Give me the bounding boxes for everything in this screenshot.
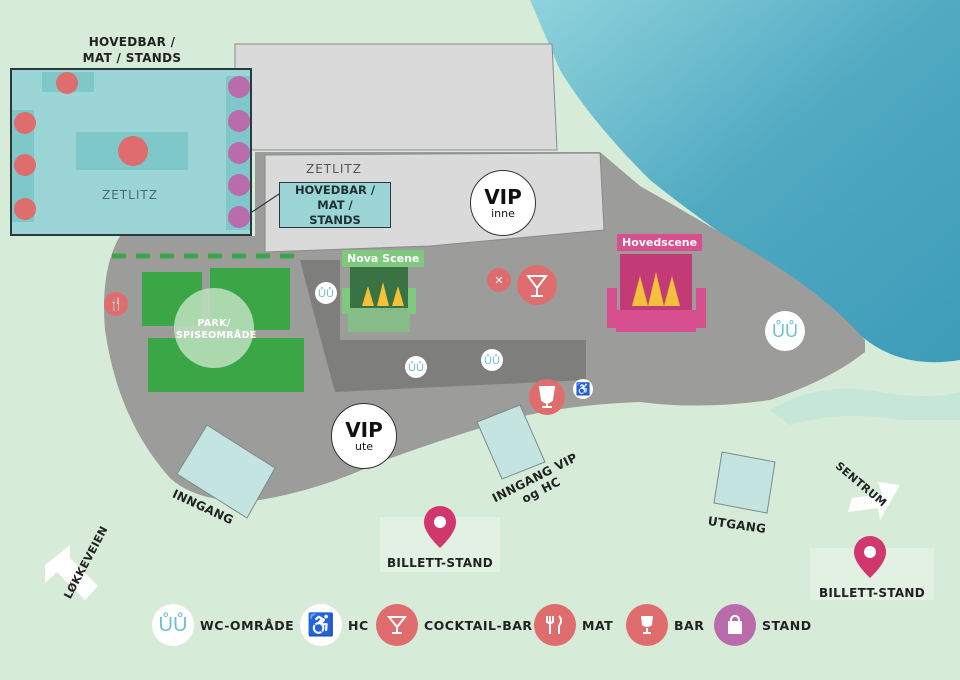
mat-icon bbox=[534, 604, 576, 646]
cocktail-icon bbox=[517, 265, 557, 305]
legend-cocktail: COCKTAIL-BAR bbox=[376, 602, 533, 648]
legend-stand: STAND bbox=[714, 602, 812, 648]
legend-mat: MAT bbox=[534, 602, 613, 648]
arrow-sentrum-icon bbox=[848, 482, 900, 520]
stand-icon bbox=[228, 142, 250, 164]
wc-icon: ŮŮ bbox=[481, 349, 503, 371]
gate-inngang-vip bbox=[476, 404, 546, 480]
svg-text:ŮŮ: ŮŮ bbox=[484, 354, 500, 367]
hc-icon: ♿ bbox=[573, 379, 593, 399]
park-label: PARK/ SPISEOMRÅDE bbox=[176, 318, 257, 341]
svg-text:🍴: 🍴 bbox=[109, 297, 124, 311]
park-circle bbox=[174, 288, 254, 368]
ticket-left-label: BILLETT-STAND bbox=[386, 556, 494, 570]
stand-icon bbox=[228, 110, 250, 132]
stand-icon bbox=[714, 604, 756, 646]
bar-icon bbox=[529, 379, 565, 415]
gate-utgang bbox=[713, 451, 776, 514]
building-callout: HOVEDBAR / MAT / STANDS bbox=[279, 182, 391, 228]
mat-icon bbox=[14, 112, 36, 134]
cocktail-icon bbox=[376, 604, 418, 646]
ticket-right-label: BILLETT-STAND bbox=[818, 586, 926, 600]
legend-wc: ŮŮ WC-OMRÅDE bbox=[152, 602, 294, 648]
wc-icon: ŮŮ bbox=[765, 311, 805, 351]
bar-icon bbox=[118, 136, 148, 166]
vip-ute: VIP ute bbox=[331, 403, 397, 469]
mat-icon bbox=[14, 154, 36, 176]
mat-icon: ✕ bbox=[487, 268, 511, 292]
gate-inngang bbox=[176, 424, 276, 519]
top-area-title: HOVEDBAR / MAT / STANDS bbox=[82, 35, 182, 65]
mat-icon bbox=[14, 198, 36, 220]
svg-text:ŮŮ: ŮŮ bbox=[408, 361, 424, 374]
wc-icon: ŮŮ bbox=[152, 604, 194, 646]
mat-icon: 🍴 bbox=[104, 292, 128, 316]
pin-icon bbox=[854, 536, 886, 578]
stand-icon bbox=[228, 174, 250, 196]
bar-icon bbox=[626, 604, 668, 646]
inset-title: ZETLITZ bbox=[102, 188, 158, 202]
main-stage-label: Hovedscene bbox=[617, 234, 703, 251]
legend-bar: BAR bbox=[626, 602, 704, 648]
sea bbox=[530, 0, 960, 363]
inset-panel: ZETLITZ bbox=[10, 68, 252, 236]
vip-inne: VIP inne bbox=[470, 170, 536, 236]
hc-icon: ♿ bbox=[300, 604, 342, 646]
stand-icon bbox=[228, 76, 250, 98]
arrow-lokkeveien-icon bbox=[45, 545, 98, 600]
legend-hc: ♿ HC bbox=[300, 602, 369, 648]
wc-icon: ŮŮ bbox=[405, 356, 427, 378]
wc-icon: ŮŮ bbox=[315, 282, 337, 304]
pin-icon bbox=[424, 506, 456, 548]
shoreline bbox=[770, 388, 960, 425]
mat-icon bbox=[56, 72, 78, 94]
building-name: ZETLITZ bbox=[306, 162, 362, 176]
stand-icon bbox=[228, 206, 250, 228]
svg-text:ŮŮ: ŮŮ bbox=[772, 320, 798, 341]
svg-text:✕: ✕ bbox=[494, 275, 503, 287]
svg-text:♿: ♿ bbox=[576, 382, 591, 396]
svg-text:ŮŮ: ŮŮ bbox=[318, 287, 334, 300]
nova-stage-label: Nova Scene bbox=[342, 250, 425, 267]
road bbox=[300, 260, 586, 392]
